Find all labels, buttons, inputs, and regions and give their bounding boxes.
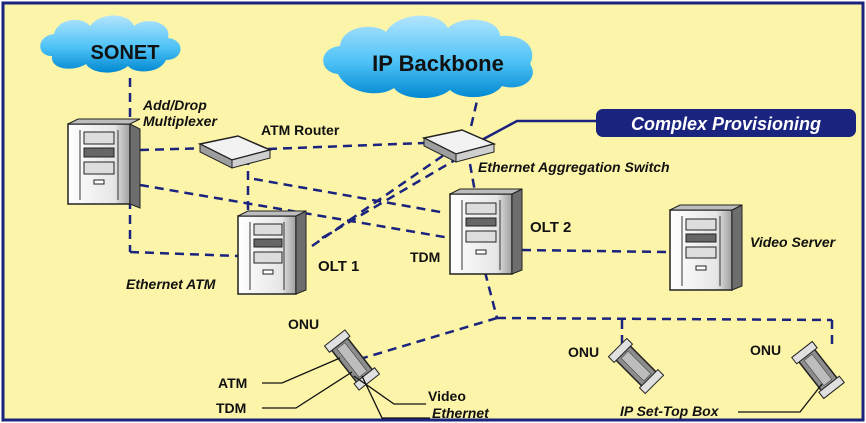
video-label: Video [428,388,466,404]
link-olt1-switch-b [321,158,456,240]
olt1-label: OLT 1 [318,258,359,275]
onu-right-label: ONU [750,342,781,358]
atm-router-icon [197,135,273,169]
ip-backbone-label: IP Backbone [372,51,504,76]
onu-left-label: ONU [288,316,319,332]
leader-lines [262,357,823,419]
adm-label-line1: Add/Drop [142,97,207,113]
link-adm-atmrouter [139,146,211,152]
ethernet-aggregation-switch-icon [421,129,497,163]
link-atmrouter-olt2 [253,177,447,215]
onu-middle-icon [607,337,665,395]
adm-label-line2: Multiplexer [143,113,218,129]
olt2-label: OLT 2 [530,219,571,236]
complex-provisioning-callout: Complex Provisioning [596,109,856,137]
onu-left-icon [323,329,381,391]
atm-label: ATM [218,375,247,391]
ip-backbone-cloud: IP Backbone [323,15,533,99]
video-server-icon [669,204,743,291]
tdm-label: TDM [216,400,246,416]
node-labels: Add/Drop Multiplexer ATM Router Ethernet… [126,97,837,421]
eth-agg-switch-label: Ethernet Aggregation Switch [478,159,670,175]
ethernet-label: Ethernet [432,405,490,421]
onu-right-icon [791,340,845,400]
ethernet-atm-label: Ethernet ATM [126,276,216,292]
link-switch-olt2 [468,163,477,193]
link-olt2-split [483,271,499,319]
tdm-olt-label: TDM [410,249,440,265]
link-atmrouter-switch [267,141,425,151]
onu-middle-label: ONU [568,344,599,360]
olt1-icon [237,210,307,295]
atm-router-label: ATM Router [261,122,340,138]
link-olt2-videoserver [521,248,667,254]
add-drop-multiplexer-icon [67,118,141,209]
ip-stb-label: IP Set-Top Box [620,403,720,419]
callout-connector [477,119,596,144]
link-split-onu1 [349,316,498,364]
olt2-icon [449,188,523,275]
link-adm-olt1 [129,250,239,258]
callout-text: Complex Provisioning [631,114,821,134]
sonet-cloud: SONET [40,15,181,73]
link-olt1-switch-a [311,153,445,248]
sonet-label: SONET [91,42,160,64]
link-split-bus [496,316,833,322]
video-server-label: Video Server [750,234,837,250]
network-links [128,78,834,364]
